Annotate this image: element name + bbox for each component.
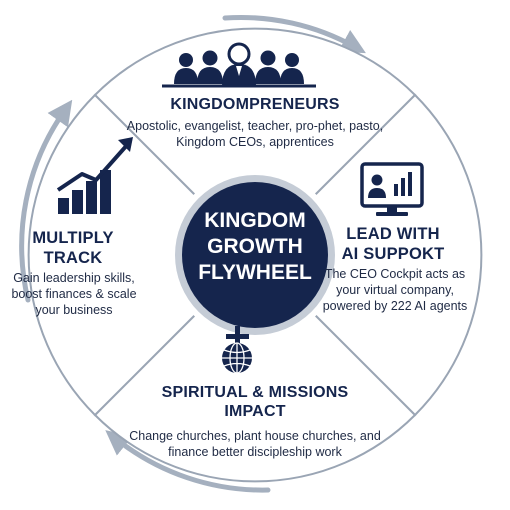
spiritual-title-line-1: SPIRITUAL & MISSIONS — [161, 384, 349, 401]
lead-title-line-2: AI SUPPOKT — [341, 245, 445, 263]
monitor-dashboard-icon — [360, 162, 424, 216]
globe-cross-icon — [222, 326, 252, 374]
growth-chart-icon — [56, 137, 133, 214]
hub-line-1: KINGDOM — [204, 209, 306, 232]
hub-line-2: GROWTH — [207, 235, 303, 258]
team-group-icon — [162, 42, 316, 88]
multiply-title-line-2: TRACK — [43, 249, 103, 267]
lead-ai-title: LEAD WITH AI SUPPOKT — [318, 224, 468, 264]
kingdompreneurs-title: KINGDOMPRENEURS — [170, 96, 340, 113]
arrow-top-right — [222, 14, 366, 54]
multiply-track-title: MULTIPLY TRACK — [8, 228, 138, 268]
hub-title: KINGDOM GROWTH FLYWHEEL — [180, 208, 330, 286]
hub — [175, 175, 335, 335]
arrow-bottom-left — [105, 430, 271, 493]
multiply-track-description: Gain leadership skills, boost finances &… — [11, 271, 137, 317]
kingdompreneurs-description: Apostolic, evangelist, teacher, pro-phet… — [126, 119, 384, 149]
spiritual-title-line-2: IMPACT — [224, 403, 286, 420]
lead-title-line-1: LEAD WITH — [346, 225, 440, 243]
arrow-left-top — [19, 99, 73, 303]
hub-line-3: FLYWHEEL — [198, 261, 312, 284]
spiritual-impact-title: SPIRITUAL & MISSIONS IMPACT — [100, 383, 410, 421]
lead-ai-description: The CEO Cockpit acts as your virtual com… — [322, 267, 468, 313]
spiritual-impact-description: Change churches, plant house churches, a… — [129, 429, 381, 459]
multiply-title-line-1: MULTIPLY — [32, 229, 114, 247]
